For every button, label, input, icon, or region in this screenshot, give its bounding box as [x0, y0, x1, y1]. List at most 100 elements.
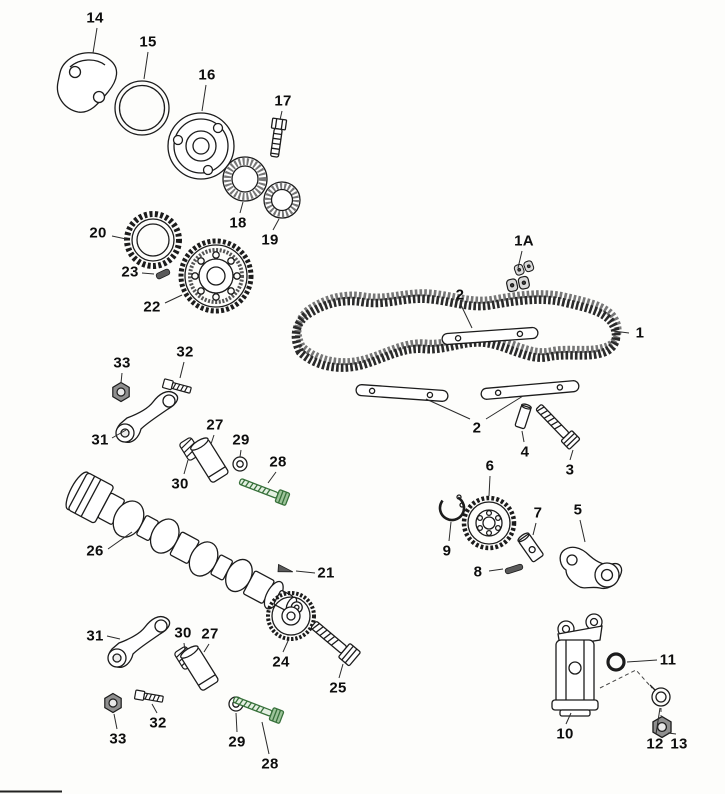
part-label-28-bottom[interactable]: 28	[261, 755, 279, 773]
leader-line-24	[282, 640, 289, 653]
part-label-21[interactable]: 21	[317, 564, 335, 582]
part-label-33-bottom[interactable]: 33	[109, 730, 127, 748]
part-bolt-3[interactable]	[533, 402, 581, 450]
part-pulley-24[interactable]	[266, 591, 316, 641]
part-label-20[interactable]: 20	[89, 224, 107, 242]
part-flange-16[interactable]	[167, 112, 235, 180]
part-label-8[interactable]: 8	[473, 563, 483, 581]
leader-line-29-bottom	[235, 712, 238, 733]
part-label-10[interactable]: 10	[556, 725, 574, 743]
part-pin-23[interactable]	[155, 268, 171, 280]
part-label-27-bottom[interactable]: 27	[201, 625, 219, 643]
leader-line-17	[279, 110, 283, 121]
part-gasket-14[interactable]	[56, 52, 118, 113]
part-chain-rail-2-top[interactable]	[441, 326, 539, 346]
leader-line-31-bottom	[106, 635, 121, 640]
part-label-33-top[interactable]: 33	[113, 354, 131, 372]
part-label-1a[interactable]: 1A	[514, 232, 534, 250]
part-circlip-9[interactable]	[436, 492, 469, 525]
part-label-18[interactable]: 18	[229, 214, 247, 232]
part-rocker-5[interactable]	[559, 546, 623, 590]
part-pivot-7[interactable]	[517, 532, 544, 563]
part-label-5[interactable]: 5	[573, 501, 583, 519]
leader-line-15	[143, 51, 149, 80]
part-label-23[interactable]: 23	[121, 263, 139, 281]
part-label-29-bottom[interactable]: 29	[228, 733, 246, 751]
part-label-17[interactable]: 17	[274, 92, 292, 110]
assembly-dashed-line	[599, 669, 662, 716]
part-label-24[interactable]: 24	[272, 653, 290, 671]
part-label-13[interactable]: 13	[670, 735, 688, 753]
leader-line-23	[141, 272, 155, 275]
leader-line-21	[295, 570, 316, 574]
part-label-7[interactable]: 7	[533, 504, 543, 522]
part-label-31-top[interactable]: 31	[91, 431, 109, 449]
part-label-32-top[interactable]: 32	[176, 343, 194, 361]
part-label-27-top[interactable]: 27	[206, 416, 224, 434]
part-label-32-bottom[interactable]: 32	[149, 714, 167, 732]
part-label-1[interactable]: 1	[635, 324, 645, 342]
part-label-4[interactable]: 4	[520, 443, 530, 461]
part-camshaft-26[interactable]	[62, 469, 312, 628]
part-seal-ring-19[interactable]	[263, 181, 301, 219]
part-label-3[interactable]: 3	[565, 461, 575, 479]
part-label-31-bottom[interactable]: 31	[86, 627, 104, 645]
leader-line-16	[201, 84, 207, 112]
part-label-22[interactable]: 22	[143, 298, 161, 316]
part-label-25[interactable]: 25	[329, 679, 347, 697]
leader-line-9	[448, 521, 452, 542]
leader-line-20	[111, 235, 127, 240]
leader-line-6	[488, 475, 491, 497]
leader-line-22	[164, 294, 183, 304]
leader-line-18	[239, 201, 244, 214]
part-label-2-top[interactable]: 2	[455, 286, 465, 304]
part-label-16[interactable]: 16	[198, 66, 216, 84]
part-seal-18[interactable]	[222, 156, 268, 202]
part-pin-8[interactable]	[504, 563, 524, 575]
leader-line-13	[667, 732, 677, 735]
part-chain-tensioner-10[interactable]	[551, 613, 603, 717]
leader-line-32-bottom	[151, 703, 158, 714]
part-sprocket-22[interactable]	[178, 238, 254, 314]
leader-line-33-bottom	[113, 713, 118, 730]
leader-lines	[92, 27, 677, 755]
part-bolt-25[interactable]	[308, 618, 361, 667]
part-toothed-ring-20[interactable]	[124, 211, 182, 269]
part-chain-rail-2-left[interactable]	[355, 384, 449, 402]
part-label-30-bottom[interactable]: 30	[174, 624, 192, 642]
part-label-9[interactable]: 9	[442, 542, 452, 560]
leader-line-4	[521, 430, 525, 443]
leader-line-32-top	[179, 361, 185, 379]
part-label-26[interactable]: 26	[86, 542, 104, 560]
leader-line-5	[579, 519, 586, 543]
leader-line-2-bottom	[485, 395, 524, 420]
part-label-11[interactable]: 11	[659, 651, 677, 669]
part-sleeve-4[interactable]	[514, 403, 532, 430]
leader-line-33-top	[120, 372, 123, 384]
leader-line-2-top	[460, 304, 473, 329]
leader-line-2-bottom	[425, 398, 471, 420]
part-oring-11[interactable]	[606, 652, 626, 672]
part-label-2-bottom[interactable]: 2	[472, 419, 482, 437]
leader-line-8	[488, 568, 504, 572]
part-key-21[interactable]	[276, 563, 294, 576]
part-label-15[interactable]: 15	[139, 33, 157, 51]
leader-line-25	[338, 663, 344, 679]
part-label-28-top[interactable]: 28	[269, 453, 287, 471]
part-oring-15[interactable]	[114, 80, 170, 136]
part-chain-rail-2-right[interactable]	[480, 380, 580, 400]
leader-line-11	[626, 659, 658, 663]
part-sprocket-6[interactable]	[461, 495, 517, 551]
part-label-14[interactable]: 14	[86, 9, 104, 27]
part-seal-12[interactable]	[649, 684, 671, 707]
part-label-12[interactable]: 12	[646, 735, 664, 753]
part-label-6[interactable]: 6	[485, 457, 495, 475]
leader-line-27-bottom	[203, 643, 210, 653]
part-label-29-top[interactable]: 29	[232, 431, 250, 449]
leader-line-1a	[517, 250, 523, 269]
part-label-30-top[interactable]: 30	[171, 475, 189, 493]
part-bolt-17[interactable]	[267, 117, 288, 158]
part-label-19[interactable]: 19	[261, 231, 279, 249]
